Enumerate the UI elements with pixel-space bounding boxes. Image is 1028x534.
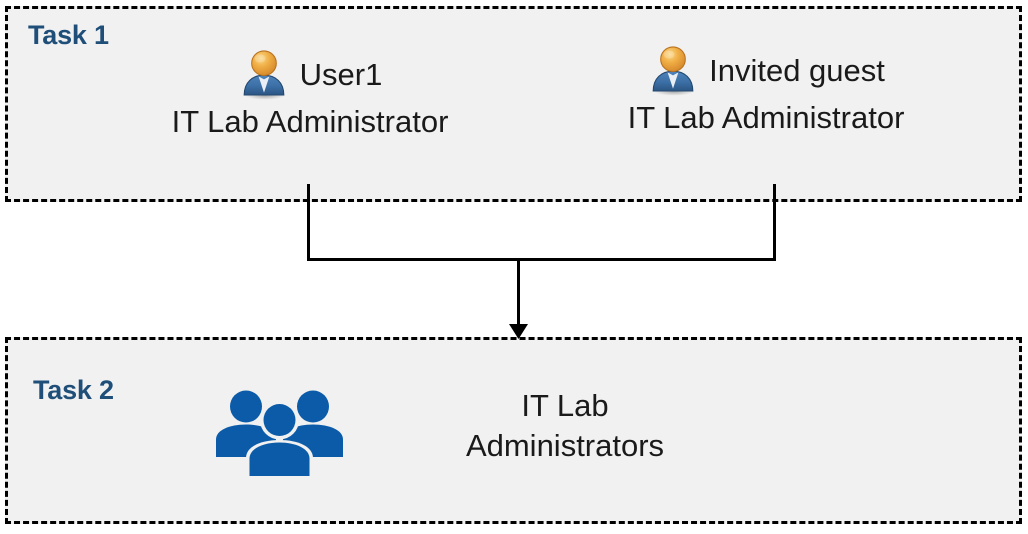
group-of-people-icon	[213, 386, 346, 476]
person-name: Invited guest	[709, 52, 885, 88]
task-1-label: Task 1	[28, 20, 109, 50]
group-name-line-2: Administrators	[465, 427, 665, 463]
user-icon	[238, 48, 290, 100]
person-name: User1	[299, 56, 383, 92]
task-1-container	[5, 6, 1022, 202]
group-name-line-1: IT Lab	[521, 388, 609, 423]
user-icon	[647, 44, 699, 96]
person-entry-invited-guest: Invited guest IT Lab Administrator	[566, 44, 966, 133]
person-entry-user1: User1 IT Lab Administrator	[120, 48, 500, 137]
person-role: IT Lab Administrator	[171, 104, 449, 139]
person-role: IT Lab Administrator	[627, 100, 905, 135]
task-2-label: Task 2	[33, 375, 114, 405]
person-header: User1	[120, 48, 500, 100]
group-name: IT Lab Administrators	[400, 386, 730, 465]
task-2-container	[5, 337, 1022, 524]
person-header: Invited guest	[566, 44, 966, 96]
